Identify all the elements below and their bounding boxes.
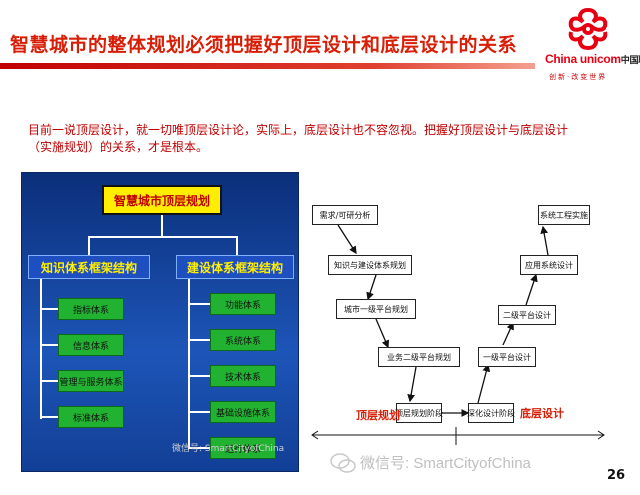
flow-step: 系统工程实施 [538,205,590,225]
logo-slogan: 创新·改变世界 [549,73,608,81]
connector-line [188,339,210,341]
knowledge-item: 标准体系 [58,406,124,428]
connector-line [188,411,210,413]
connector-line [40,308,58,310]
connector-line [40,344,58,346]
slide-title: 智慧城市的整体规划必须把握好顶层设计和底层设计的关系 [10,34,518,56]
connector-line [40,279,42,419]
connector-line [161,215,163,237]
connector-line [188,279,190,449]
flow-step: 顶层规划阶段 [395,403,443,423]
flow-step: 城市一级平台规划 [336,299,416,319]
flow-step: 一级平台设计 [478,347,536,367]
connector-line [88,236,90,255]
panel-watermark: 微信号: SmartCityofChina [172,444,285,454]
top-level-label: 顶层规划 [356,409,400,422]
construction-item: 运行体系 [210,437,276,459]
connector-line [188,375,210,377]
connector-line [88,236,238,238]
knowledge-item: 指标体系 [58,298,124,320]
flow-step: 需求/可研分析 [312,205,378,225]
logo-brand: China unicom中国联通 [545,52,640,66]
connector-line [188,303,210,305]
wechat-icon [330,453,356,473]
title-underline [0,63,535,69]
china-unicom-logo: China unicom中国联通 创新·改变世界 [545,6,640,86]
construction-framework-title: 建设体系框架结构 [176,255,294,279]
top-level-planning-diagram: 智慧城市顶层规划 知识体系框架结构 建设体系框架结构 指标体系 信息体系 管理与… [21,172,299,472]
top-level-planning-box: 智慧城市顶层规划 [102,185,222,215]
construction-item: 系统体系 [210,329,276,351]
connector-line [236,236,238,255]
flow-step: 深化设计阶段 [467,403,515,423]
connector-line [188,447,210,449]
wechat-watermark: 微信号: SmartCityofChina [360,455,531,472]
flow-step: 应用系统设计 [520,255,578,275]
title-bar: 智慧城市的整体规划必须把握好顶层设计和底层设计的关系 China unicom中… [0,0,640,88]
knowledge-item: 信息体系 [58,334,124,356]
connector-line [40,416,58,418]
unicom-knot-icon [568,8,608,50]
flow-arrows [311,224,605,445]
construction-item: 基础设施体系 [210,401,276,423]
intro-text: 目前一说顶层设计，就一切唯顶层设计论，实际上，底层设计也不容忽视。把握好顶层设计… [28,123,569,154]
construction-item: 功能体系 [210,293,276,315]
knowledge-item: 管理与服务体系 [58,370,124,392]
planning-design-flow-diagram: 需求/可研分析 知识与建设体系规划 城市一级平台规划 业务二级平台规划 顶层规划… [308,195,608,453]
flow-step: 二级平台设计 [498,305,556,325]
flow-step: 知识与建设体系规划 [328,255,412,275]
bottom-level-label: 底层设计 [520,407,564,420]
flow-step: 业务二级平台规划 [378,347,460,367]
page-number: 26 [607,468,626,483]
connector-line [40,380,58,382]
construction-item: 技术体系 [210,365,276,387]
knowledge-framework-title: 知识体系框架结构 [28,255,150,279]
